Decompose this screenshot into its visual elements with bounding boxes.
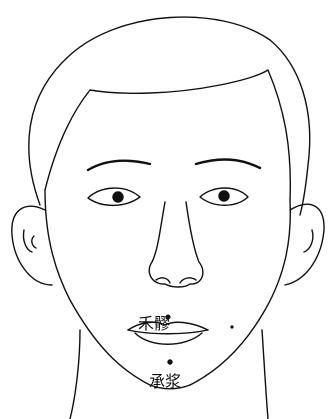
neck-left (69, 329, 81, 419)
cheek-mark (230, 325, 234, 329)
left-ear (11, 205, 53, 286)
nostrils (155, 277, 197, 284)
left-ear-inner (22, 229, 37, 253)
nose (148, 201, 204, 288)
left-pupil (112, 191, 124, 203)
upper-lip-point-label: 禾髎 (138, 314, 171, 333)
chin-point-label: 承浆 (149, 372, 182, 391)
left-cheek-jaw (44, 189, 151, 386)
right-ear-inner (303, 229, 314, 253)
upper-lip-point-marker (165, 314, 171, 320)
right-eye (199, 187, 249, 206)
hairline (44, 69, 292, 201)
right-pupil (218, 190, 230, 202)
right-eyebrow (194, 158, 262, 170)
upper-lip (127, 321, 209, 331)
right-cheek-jaw (189, 199, 292, 386)
right-ear (284, 203, 325, 286)
chin (149, 384, 191, 390)
left-eyebrow (86, 159, 152, 172)
hair-outline (28, 16, 311, 216)
mouth-line (127, 329, 209, 335)
left-eye (87, 187, 141, 207)
lower-lip (134, 332, 203, 345)
chin-point-marker (167, 359, 173, 365)
neck-right (261, 329, 269, 419)
